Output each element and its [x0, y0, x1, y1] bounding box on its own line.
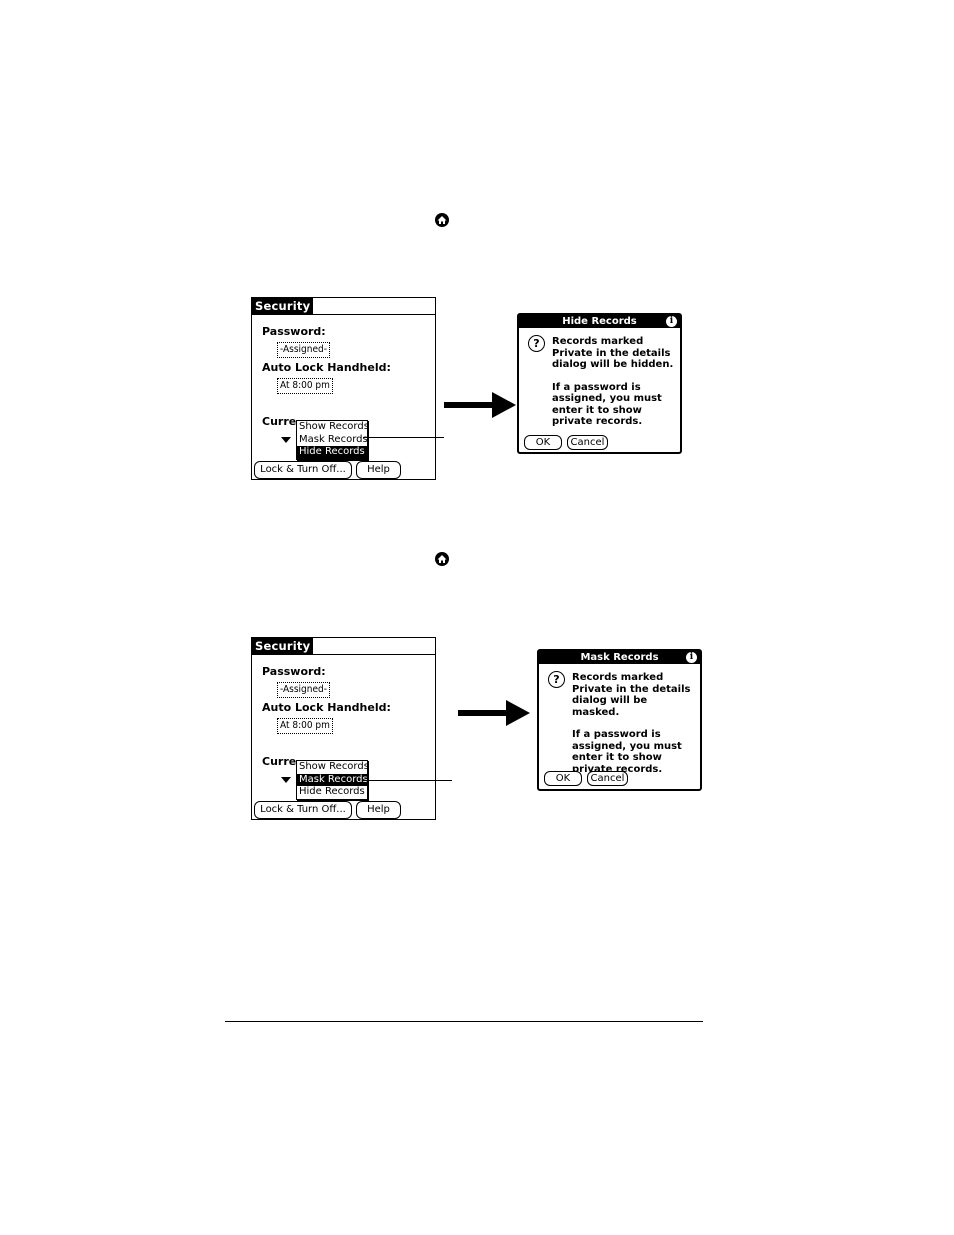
dialog-title: Hide Records [519, 315, 680, 328]
right-arrow-icon [458, 700, 530, 726]
message-line-2: If a password is assigned, you must ente… [552, 381, 662, 428]
current-privacy-label: Curre [262, 755, 297, 768]
auto-lock-label: Auto Lock Handheld: [262, 361, 391, 374]
password-field[interactable]: -Assigned- [277, 342, 330, 358]
home-icon [435, 552, 449, 566]
lock-turn-off-button[interactable]: Lock & Turn Off... [254, 461, 352, 479]
option-show-records[interactable]: Show Records [299, 761, 369, 772]
screen-title: Security [252, 298, 314, 314]
info-icon[interactable]: i [666, 316, 677, 327]
help-button[interactable]: Help [356, 801, 401, 819]
ok-button[interactable]: OK [524, 435, 562, 450]
auto-lock-field[interactable]: At 8:00 pm [277, 718, 333, 734]
lock-turn-off-button[interactable]: Lock & Turn Off... [254, 801, 352, 819]
security-screen: Security Password: -Assigned- Auto Lock … [251, 297, 436, 480]
password-field[interactable]: -Assigned- [277, 682, 330, 698]
dialog-message: Records marked Private in the details di… [552, 336, 676, 428]
option-hide-records[interactable]: Hide Records [299, 786, 365, 797]
question-icon: ? [528, 335, 545, 352]
mask-records-dialog: Mask Records i ? Records marked Private … [537, 649, 702, 791]
help-button[interactable]: Help [356, 461, 401, 479]
message-line-1: Records marked Private in the details di… [552, 336, 674, 370]
privacy-popup-list: Show Records Mask Records Hide Records [296, 760, 369, 800]
security-screen: Security Password: -Assigned- Auto Lock … [251, 637, 436, 820]
ok-button[interactable]: OK [544, 771, 582, 786]
hide-records-dialog: Hide Records i ? Records marked Private … [517, 313, 682, 454]
option-show-records[interactable]: Show Records [299, 421, 369, 432]
title-bar: Security [252, 298, 435, 315]
password-label: Password: [262, 665, 326, 678]
callout-line [363, 437, 444, 438]
right-arrow-icon [444, 392, 516, 418]
privacy-popup-list: Show Records Mask Records Hide Records [296, 420, 369, 460]
option-mask-records[interactable]: Mask Records [299, 433, 368, 445]
message-line-1: Records marked Private in the details di… [572, 672, 691, 718]
home-icon [435, 213, 449, 227]
dialog-message: Records marked Private in the details di… [572, 672, 696, 775]
triangle-down-icon[interactable] [281, 437, 291, 443]
option-hide-records[interactable]: Hide Records [297, 446, 367, 459]
page-footer-rule [225, 1021, 703, 1022]
info-icon[interactable]: i [686, 652, 697, 663]
auto-lock-label: Auto Lock Handheld: [262, 701, 391, 714]
screen-title: Security [252, 638, 314, 654]
triangle-down-icon[interactable] [281, 777, 291, 783]
question-icon: ? [548, 671, 565, 688]
message-line-2: If a password is assigned, you must ente… [572, 729, 682, 775]
title-bar: Security [252, 638, 435, 655]
cancel-button[interactable]: Cancel [567, 435, 608, 450]
callout-line [363, 780, 452, 781]
current-privacy-label: Curre [262, 415, 297, 428]
option-mask-records[interactable]: Mask Records [297, 773, 368, 786]
dialog-title: Mask Records [539, 651, 700, 664]
password-label: Password: [262, 325, 326, 338]
auto-lock-field[interactable]: At 8:00 pm [277, 378, 333, 394]
cancel-button[interactable]: Cancel [587, 771, 628, 786]
